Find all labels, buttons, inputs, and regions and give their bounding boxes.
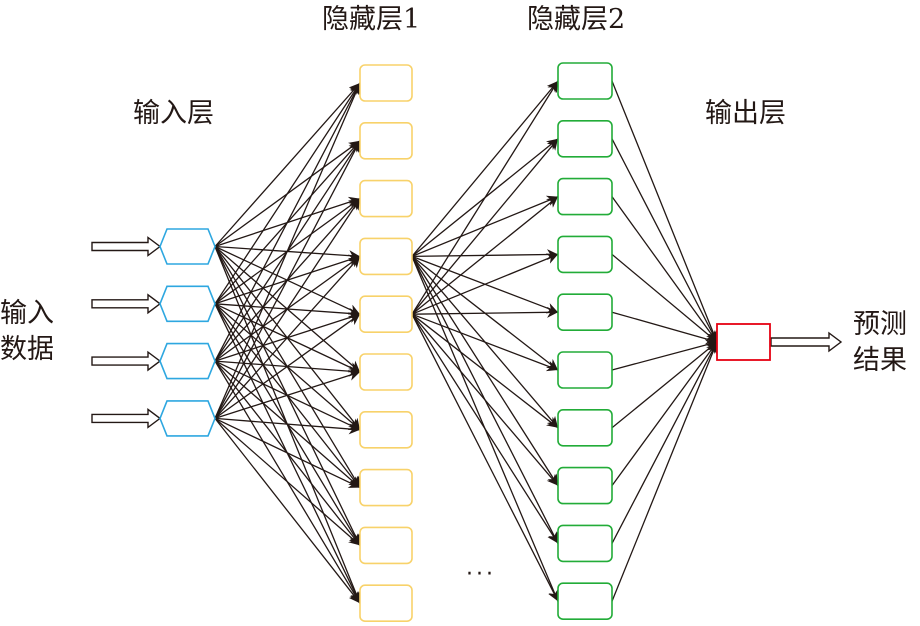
input-arrow-3	[91, 350, 162, 372]
hidden1-node-3	[359, 179, 413, 218]
input-arrow-1	[91, 236, 162, 257]
hidden1-node-8	[359, 468, 413, 507]
hidden-layer-2-title: 隐藏层2	[527, 4, 626, 35]
edge-hidden2-2-output	[611, 138, 718, 343]
hidden2-node-10	[557, 582, 613, 621]
input-arrow-2	[91, 293, 162, 315]
input-node-4	[159, 400, 216, 437]
prediction-result-label-line2: 结果	[853, 345, 907, 376]
output-node	[716, 323, 771, 361]
input-node-1	[159, 228, 216, 265]
edge-hidden2-6-output	[611, 339, 718, 371]
hidden1-node-6	[359, 353, 413, 391]
prediction-result-label-line1: 预测	[853, 309, 907, 340]
edge-hidden1-4-hidden2-1	[411, 80, 559, 257]
edge-input4-hidden1-1	[214, 82, 361, 419]
hidden2-node-3	[557, 177, 613, 216]
input-node-2	[159, 285, 216, 323]
hidden1-node-2	[359, 122, 413, 160]
edge-hidden2-10-output	[611, 341, 718, 602]
input-node-3	[159, 342, 216, 380]
hidden2-node-7	[557, 408, 613, 447]
edge-hidden1-5-hidden2-8	[411, 313, 559, 487]
hidden1-node-9	[359, 526, 413, 565]
input-layer-title: 输入层	[133, 98, 214, 129]
edge-hidden1-5-hidden2-7	[411, 313, 559, 429]
edge-input4-hidden1-10	[214, 417, 361, 604]
io-arrows	[91, 236, 843, 429]
input-data-label-line1: 输入	[0, 298, 54, 329]
edge-input4-hidden1-8	[214, 417, 361, 489]
hidden2-node-8	[557, 466, 613, 505]
hidden2-node-1	[557, 62, 613, 100]
hidden2-node-4	[557, 235, 613, 274]
hidden2-node-2	[557, 120, 613, 158]
edge-hidden1-5-hidden2-4	[411, 253, 559, 315]
edge-hidden1-5-hidden2-9	[411, 313, 559, 544]
input-data-label-line2: 数据	[0, 334, 54, 365]
input-arrow-4	[91, 407, 162, 429]
edge-hidden1-5-hidden2-1	[411, 80, 559, 315]
edge-hidden1-5-hidden2-5	[411, 306, 559, 318]
edge-input4-hidden1-9	[214, 417, 361, 546]
edge-hidden2-8-output	[611, 341, 718, 486]
edge-input4-hidden1-4	[214, 255, 361, 419]
edge-input4-hidden1-6	[214, 370, 361, 420]
connections	[214, 80, 718, 604]
hidden1-node-4	[359, 237, 413, 276]
edge-hidden2-7-output	[611, 341, 718, 429]
edge-hidden2-9-output	[611, 341, 718, 544]
hidden2-node-9	[557, 524, 613, 563]
edge-input3-hidden1-1	[214, 82, 361, 362]
nodes	[159, 62, 771, 623]
edge-hidden2-5-output	[611, 311, 718, 345]
hidden1-node-1	[359, 64, 413, 102]
edge-hidden1-5-hidden2-2	[411, 138, 559, 315]
edge-input1-hidden1-1	[214, 82, 361, 247]
edge-hidden1-5-hidden2-3	[411, 196, 559, 315]
edge-hidden2-4-output	[611, 253, 718, 343]
output-layer-title: 输出层	[705, 98, 786, 129]
hidden1-node-7	[359, 410, 413, 449]
edge-hidden1-5-hidden2-10	[411, 313, 559, 602]
edge-input4-hidden1-2	[214, 140, 361, 419]
hidden2-node-5	[557, 293, 613, 332]
input-data-label: 输入 数据	[0, 296, 54, 368]
edge-input4-hidden1-3	[214, 198, 361, 419]
more-nodes-ellipsis: ···	[466, 562, 496, 587]
edge-hidden2-3-output	[611, 196, 718, 343]
edge-input2-hidden1-1	[214, 82, 361, 305]
hidden-layer-1-title: 隐藏层1	[322, 4, 421, 35]
edge-hidden1-5-hidden2-6	[411, 313, 559, 372]
edge-input4-hidden1-5	[214, 313, 361, 419]
hidden1-node-5	[359, 295, 413, 334]
hidden2-node-6	[557, 351, 613, 389]
edge-input4-hidden1-7	[214, 417, 361, 435]
hidden1-node-10	[359, 584, 413, 623]
edge-hidden2-1-output	[611, 80, 718, 343]
prediction-result-label: 预测 结果	[853, 307, 907, 379]
output-arrow	[770, 331, 843, 353]
